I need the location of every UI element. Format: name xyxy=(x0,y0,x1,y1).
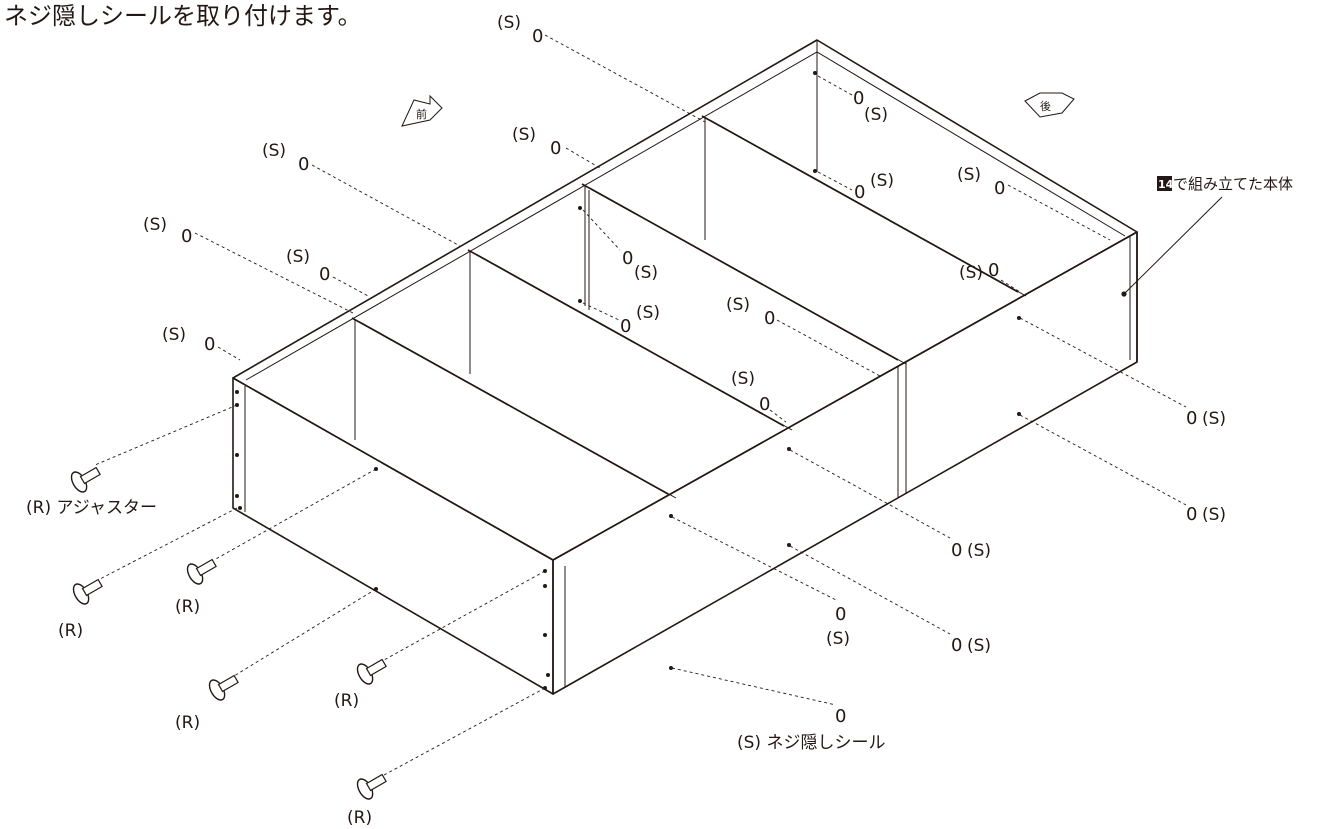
back-arrow-icon: 後 xyxy=(1024,92,1075,118)
adjuster-part-label: (R) xyxy=(175,713,200,733)
seal-part-label: (S) xyxy=(262,141,286,161)
seal-icon: 0 xyxy=(764,308,775,329)
seal-callouts-front: 0 (S) 0 (S) 0 (S) 0 (S) 0 (S) 0 (S) ネジ隠し… xyxy=(671,317,1226,753)
seal-icon: 0 xyxy=(759,394,770,415)
seal-icon: 0 xyxy=(988,260,999,281)
adjuster-part-label: (R) xyxy=(58,621,83,641)
seal-icon: 0 xyxy=(951,540,962,561)
assembled-body-callout: 14 で組み立てた本体 xyxy=(1123,175,1293,295)
seal-part-label: (S) xyxy=(967,636,991,656)
seal-part-label: (S) xyxy=(1202,505,1226,525)
assembled-body-label: で組み立てた本体 xyxy=(1173,175,1293,193)
instruction-text: ネジ隠しシールを取り付けます。 xyxy=(4,2,362,30)
seal-part-label: (S) xyxy=(957,165,981,185)
seal-part-label: (S) xyxy=(959,263,983,283)
step-ref-badge xyxy=(1157,176,1172,191)
back-direction-label: 後 xyxy=(1040,99,1051,113)
front-direction-label: 前 xyxy=(416,107,427,121)
seal-icon: 0 xyxy=(181,226,192,247)
seal-icon: 0 xyxy=(204,334,215,355)
seal-icon: 0 xyxy=(620,316,631,337)
seal-part-label: (S) xyxy=(731,369,755,389)
seal-part-label: (S) xyxy=(512,125,536,145)
cabinet-body xyxy=(232,39,1138,695)
seal-icon: 0 xyxy=(951,635,962,656)
seal-icon: 0 xyxy=(853,88,864,109)
seal-part-label: (S) xyxy=(967,541,991,561)
seal-part-label: (S) xyxy=(864,105,888,125)
seal-part-label: (S) xyxy=(497,13,521,33)
seal-part-label: (S) xyxy=(634,263,658,283)
seal-label: (S) ネジ隠しシール xyxy=(737,733,885,753)
seal-icon: 0 xyxy=(622,248,633,269)
adjuster-icon xyxy=(356,658,387,685)
adjuster-icon xyxy=(356,773,387,800)
step-ref-number: 14 xyxy=(1158,178,1174,191)
adjuster-part-label: (R) xyxy=(334,691,359,711)
adjuster-icon xyxy=(208,674,239,701)
adjuster-part-label: (R) xyxy=(347,808,372,828)
adjuster-callouts: (R) アジャスター (R) (R) (R) (R) (R) xyxy=(26,404,546,828)
seal-icon: 0 xyxy=(994,178,1005,199)
seal-callouts-inner: 0 (S) 0 (S) 0 (S) 0 (S) (S) 0 (S) 0 (S) … xyxy=(582,75,1111,423)
seal-icon: 0 xyxy=(835,604,846,625)
seal-part-label: (S) xyxy=(726,295,750,315)
seal-part-label: (S) xyxy=(1202,409,1226,429)
adjuster-label: (R) アジャスター xyxy=(26,498,157,518)
seal-icon: 0 xyxy=(319,264,330,285)
seal-part-label: (S) xyxy=(286,247,310,267)
adjuster-part-label: (R) xyxy=(175,597,200,617)
seal-icon: 0 xyxy=(550,138,561,159)
seal-icon: 0 xyxy=(835,706,846,727)
seal-icon: 0 xyxy=(854,182,865,203)
adjuster-icon xyxy=(186,558,217,585)
seal-icon: 0 xyxy=(298,154,309,175)
seal-icon: 0 xyxy=(1186,504,1197,525)
seal-part-label: (S) xyxy=(143,215,167,235)
seal-part-label: (S) xyxy=(870,171,894,191)
adjuster-icon xyxy=(72,578,103,605)
seal-icon: 0 xyxy=(1186,408,1197,429)
adjuster-icon xyxy=(70,466,101,493)
seal-part-label: (S) xyxy=(826,629,850,649)
seal-callouts-back: (S) 0 (S) 0 (S) 0 (S) 0 (S) 0 (S) 0 xyxy=(143,13,706,361)
seal-icon: 0 xyxy=(532,26,543,47)
front-arrow-icon: 前 xyxy=(401,94,443,127)
seal-part-label: (S) xyxy=(162,325,186,345)
seal-part-label: (S) xyxy=(636,303,660,323)
